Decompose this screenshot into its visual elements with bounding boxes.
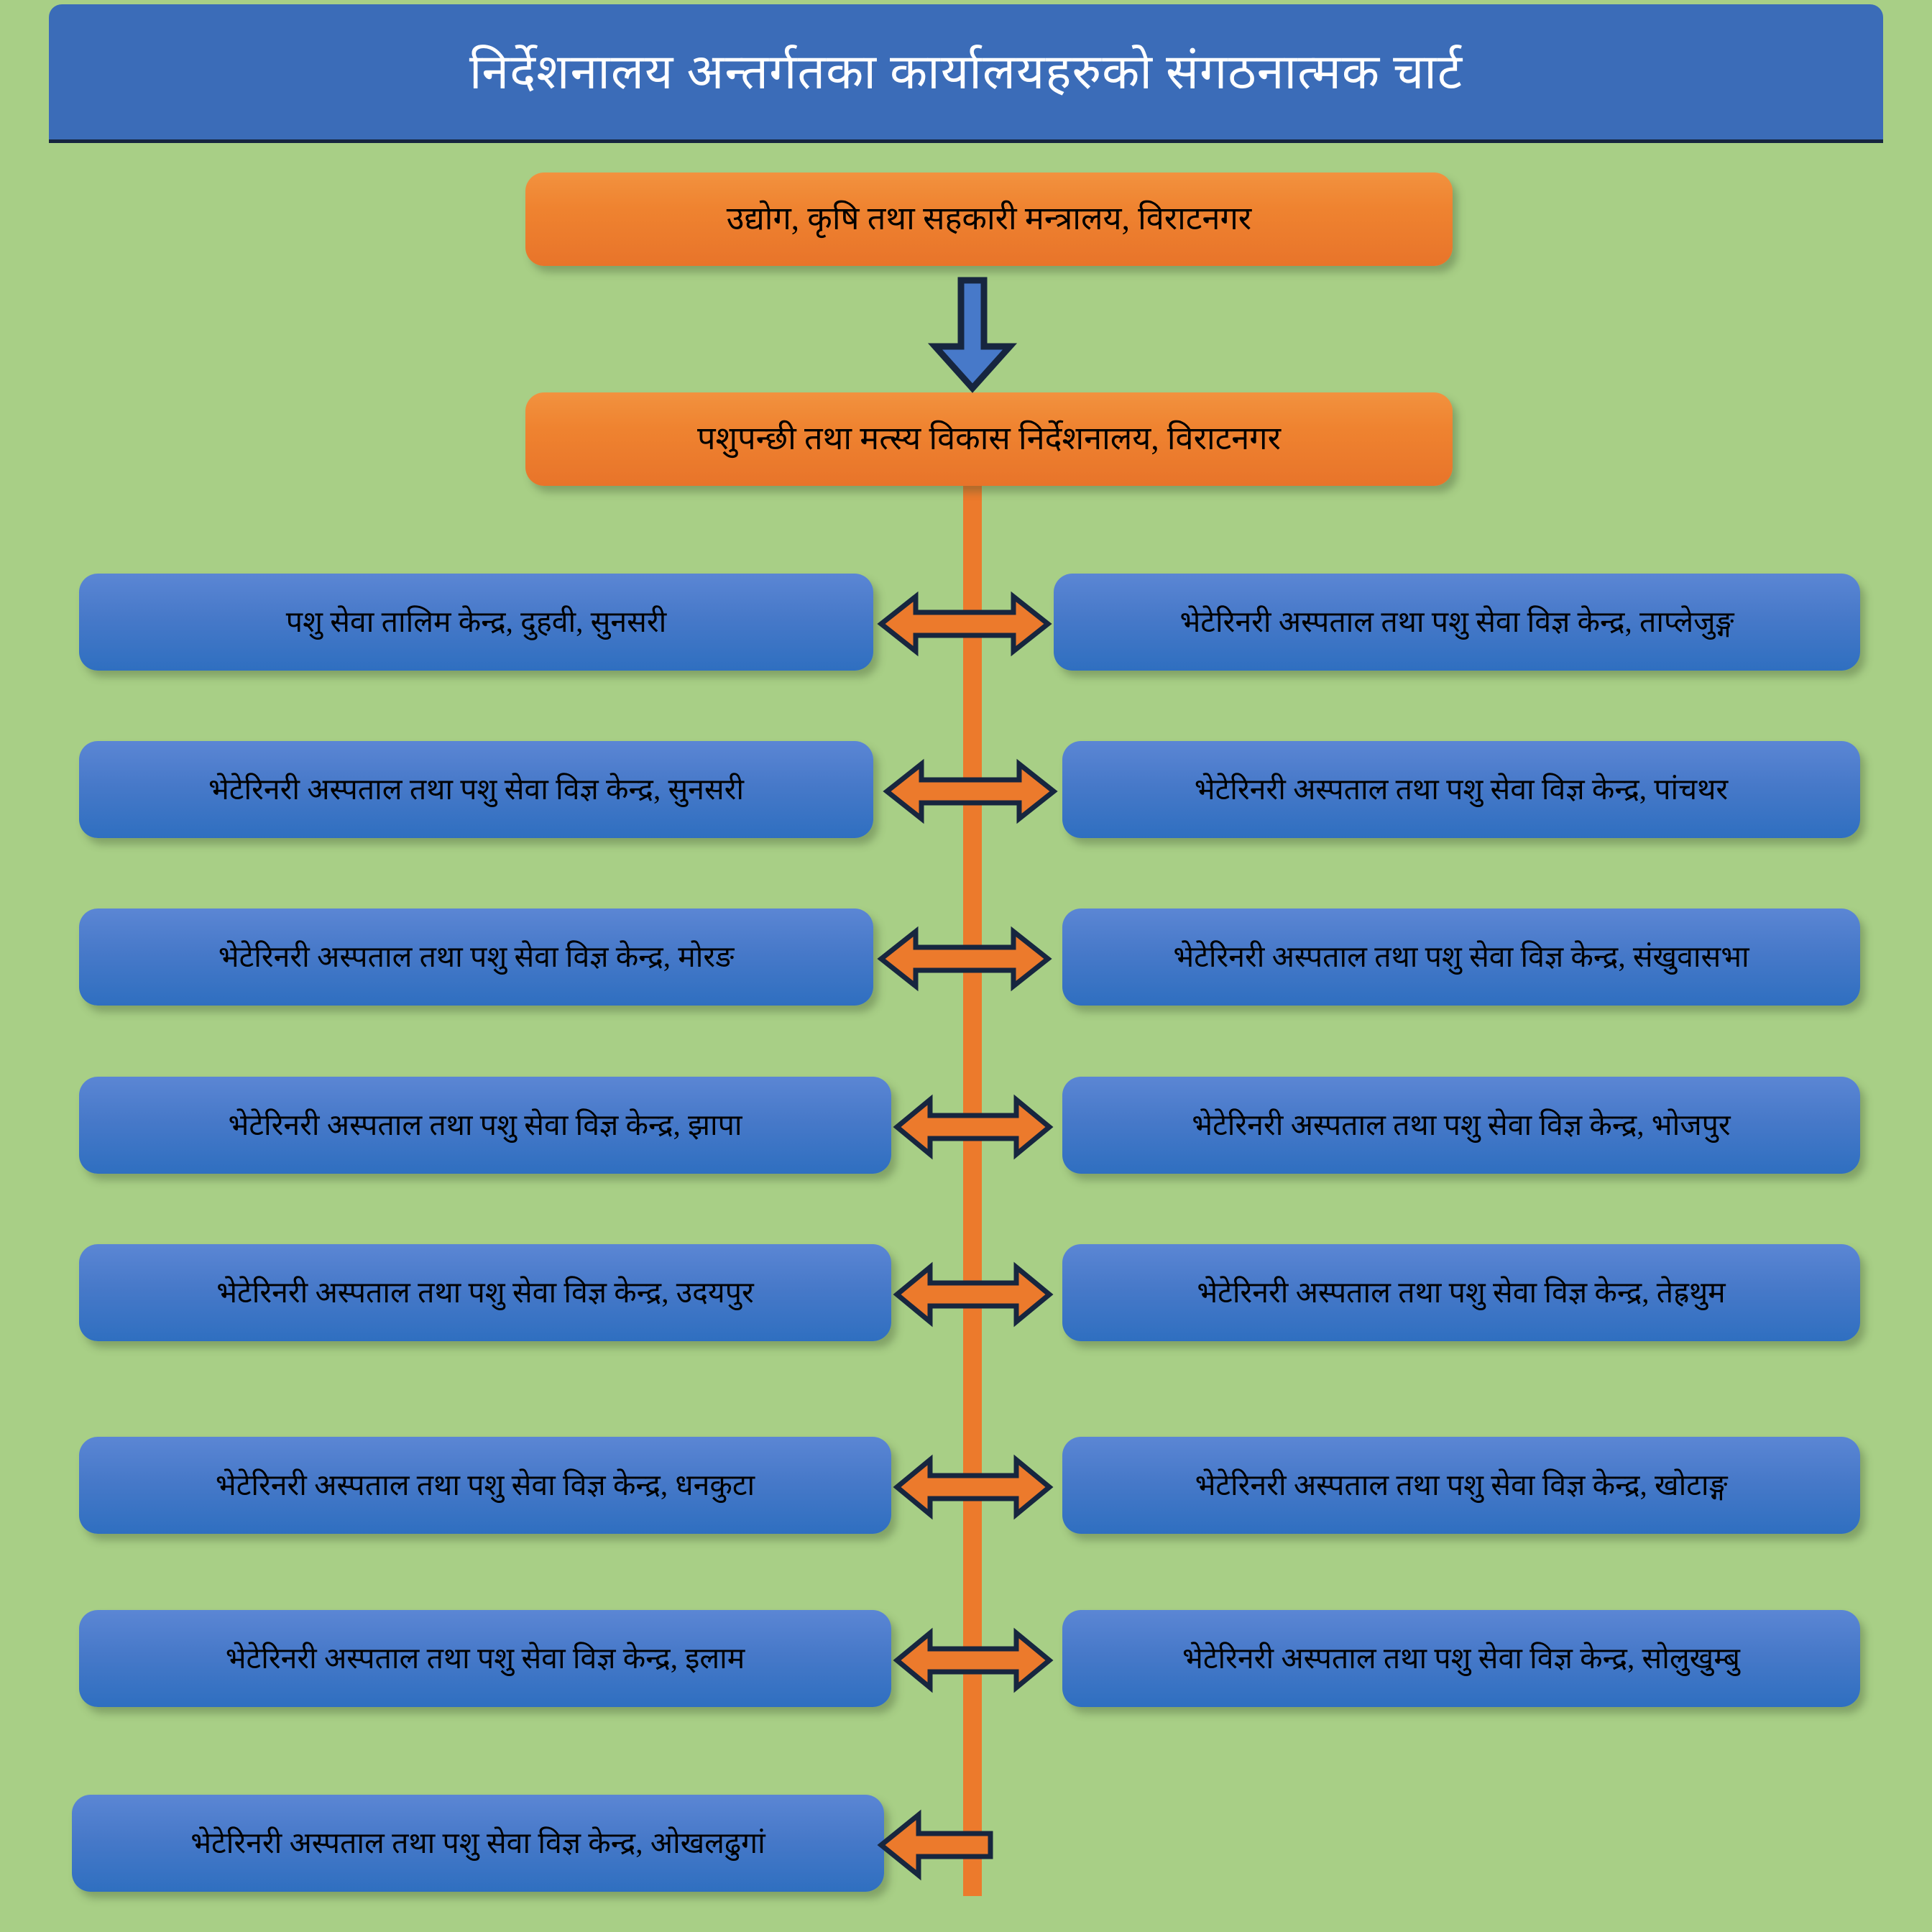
- node-left-1-label: पशु सेवा तालिम केन्द्र, दुहवी, सुनसरी: [285, 604, 667, 638]
- node-right-2[interactable]: भेटेरिनरी अस्पताल तथा पशु सेवा विज्ञ केन…: [1062, 741, 1860, 838]
- node-left-1[interactable]: पशु सेवा तालिम केन्द्र, दुहवी, सुनसरी: [79, 574, 873, 671]
- left-arrow-row-8: [877, 1809, 993, 1881]
- node-right-3[interactable]: भेटेरिनरी अस्पताल तथा पशु सेवा विज्ञ केन…: [1062, 908, 1860, 1006]
- node-left-4-label: भेटेरिनरी अस्पताल तथा पशु सेवा विज्ञ केन…: [228, 1108, 742, 1141]
- double-arrow-row-7: [893, 1627, 1054, 1693]
- node-right-5[interactable]: भेटेरिनरी अस्पताल तथा पशु सेवा विज्ञ केन…: [1062, 1244, 1860, 1341]
- node-left-2-label: भेटेरिनरी अस्पताल तथा पशु सेवा विज्ञ केन…: [208, 772, 745, 806]
- node-left-6-label: भेटेरिनरी अस्पताल तथा पशु सेवा विज्ञ केन…: [215, 1468, 755, 1501]
- node-right-1[interactable]: भेटेरिनरी अस्पताल तथा पशु सेवा विज्ञ केन…: [1054, 574, 1860, 671]
- page-title: निर्देशनालय अन्तर्गतका कार्यालयहरुको संग…: [469, 44, 1463, 99]
- node-directorate[interactable]: पशुपन्छी तथा मत्स्य विकास निर्देशनालय, व…: [525, 392, 1453, 486]
- node-directorate-label: पशुपन्छी तथा मत्स्य विकास निर्देशनालय, व…: [696, 420, 1282, 457]
- node-right-4-label: भेटेरिनरी अस्पताल तथा पशु सेवा विज्ञ केन…: [1192, 1108, 1731, 1141]
- node-right-5-label: भेटेरिनरी अस्पताल तथा पशु सेवा विज्ञ केन…: [1197, 1275, 1726, 1309]
- node-right-6-label: भेटेरिनरी अस्पताल तथा पशु सेवा विज्ञ केन…: [1195, 1468, 1728, 1501]
- node-right-6[interactable]: भेटेरिनरी अस्पताल तथा पशु सेवा विज्ञ केन…: [1062, 1437, 1860, 1534]
- node-left-7[interactable]: भेटेरिनरी अस्पताल तथा पशु सेवा विज्ञ केन…: [79, 1610, 891, 1707]
- node-left-4[interactable]: भेटेरिनरी अस्पताल तथा पशु सेवा विज्ञ केन…: [79, 1077, 891, 1174]
- double-arrow-row-1: [877, 591, 1052, 657]
- node-right-4[interactable]: भेटेरिनरी अस्पताल तथा पशु सेवा विज्ञ केन…: [1062, 1077, 1860, 1174]
- node-left-3[interactable]: भेटेरिनरी अस्पताल तथा पशु सेवा विज्ञ केन…: [79, 908, 873, 1006]
- node-right-7-label: भेटेरिनरी अस्पताल तथा पशु सेवा विज्ञ केन…: [1182, 1641, 1740, 1675]
- node-ministry[interactable]: उद्योग, कृषि तथा सहकारी मन्त्रालय, विराट…: [525, 172, 1453, 266]
- node-right-1-label: भेटेरिनरी अस्पताल तथा पशु सेवा विज्ञ केन…: [1179, 604, 1734, 638]
- node-right-3-label: भेटेरिनरी अस्पताल तथा पशु सेवा विज्ञ केन…: [1173, 939, 1749, 973]
- double-arrow-row-2: [883, 758, 1058, 824]
- node-left-8[interactable]: भेटेरिनरी अस्पताल तथा पशु सेवा विज्ञ केन…: [72, 1795, 884, 1892]
- node-left-7-label: भेटेरिनरी अस्पताल तथा पशु सेवा विज्ञ केन…: [225, 1641, 745, 1675]
- node-left-2[interactable]: भेटेरिनरी अस्पताल तथा पशु सेवा विज्ञ केन…: [79, 741, 873, 838]
- double-arrow-row-4: [893, 1094, 1054, 1160]
- chart-title-banner: निर्देशनालय अन्तर्गतका कार्यालयहरुको संग…: [49, 4, 1883, 139]
- node-left-5-label: भेटेरिनरी अस्पताल तथा पशु सेवा विज्ञ केन…: [216, 1275, 754, 1309]
- double-arrow-row-3: [877, 926, 1052, 992]
- node-ministry-label: उद्योग, कृषि तथा सहकारी मन्त्रालय, विराट…: [726, 201, 1252, 237]
- node-left-8-label: भेटेरिनरी अस्पताल तथा पशु सेवा विज्ञ केन…: [190, 1826, 765, 1859]
- node-left-6[interactable]: भेटेरिनरी अस्पताल तथा पशु सेवा विज्ञ केन…: [79, 1437, 891, 1534]
- node-right-2-label: भेटेरिनरी अस्पताल तथा पशु सेवा विज्ञ केन…: [1194, 772, 1729, 806]
- down-arrow-ministry-to-directorate: [927, 277, 1018, 393]
- node-right-7[interactable]: भेटेरिनरी अस्पताल तथा पशु सेवा विज्ञ केन…: [1062, 1610, 1860, 1707]
- double-arrow-row-6: [893, 1454, 1054, 1520]
- double-arrow-row-5: [893, 1261, 1054, 1328]
- node-left-3-label: भेटेरिनरी अस्पताल तथा पशु सेवा विज्ञ केन…: [218, 939, 735, 973]
- node-left-5[interactable]: भेटेरिनरी अस्पताल तथा पशु सेवा विज्ञ केन…: [79, 1244, 891, 1341]
